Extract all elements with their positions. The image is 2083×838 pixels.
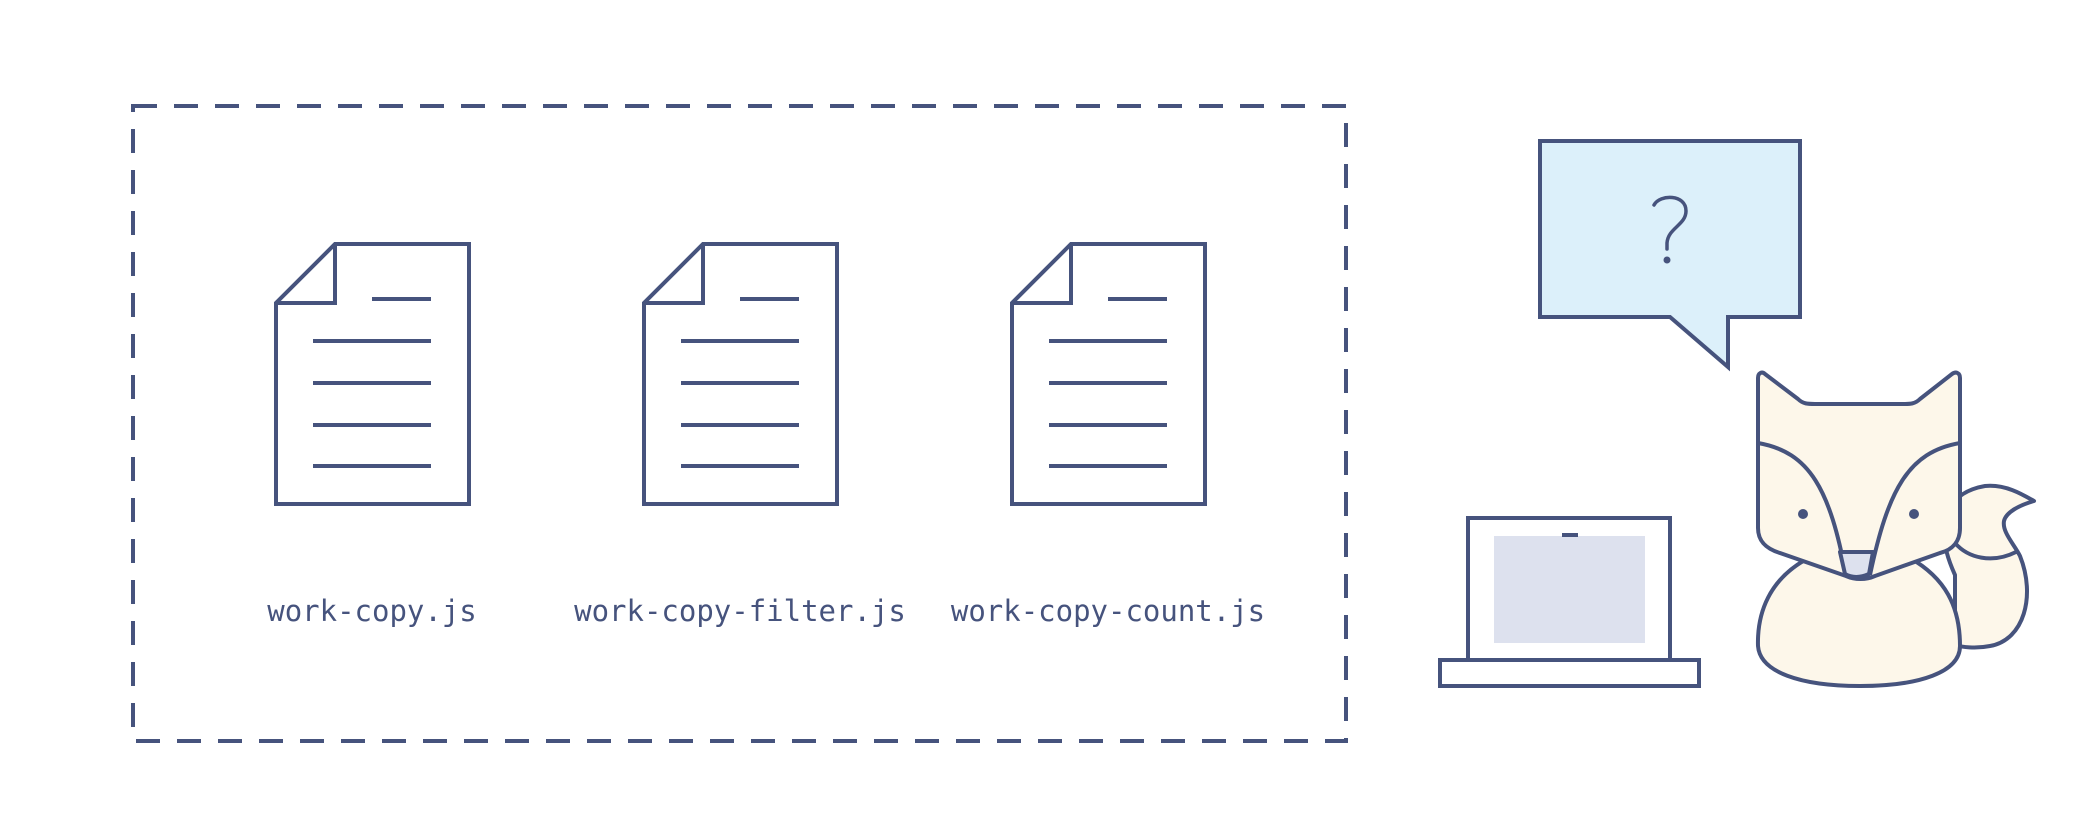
fox-tail — [1941, 483, 2036, 650]
document-icon — [642, 242, 839, 506]
document-fold — [1012, 244, 1073, 305]
laptop-icon — [1438, 516, 1701, 688]
fox-snout — [1838, 550, 1875, 579]
speech-bubble-icon: ? — [1538, 139, 1802, 372]
file-label-work-copy-filter: work-copy-filter.js — [574, 594, 906, 628]
laptop-base — [1438, 658, 1701, 688]
document-outline — [1010, 242, 1207, 506]
document-outline — [274, 242, 471, 506]
document-fold — [644, 244, 705, 305]
file-label-work-copy: work-copy.js — [267, 594, 477, 628]
laptop-screen — [1494, 536, 1645, 643]
file-label-work-copy-count: work-copy-count.js — [951, 594, 1265, 628]
fox-head — [1756, 370, 1962, 581]
fox-eye-left — [1798, 509, 1808, 519]
fox-body — [1755, 556, 1962, 688]
fox-eye-right — [1909, 509, 1919, 519]
document-fold — [276, 244, 337, 305]
file-icons — [274, 242, 1207, 506]
document-icon — [1010, 242, 1207, 506]
document-icon — [274, 242, 471, 506]
fox-mascot-icon — [1755, 370, 2036, 688]
document-outline — [642, 242, 839, 506]
files-group-box — [131, 104, 1348, 743]
question-mark-icon — [1652, 195, 1688, 251]
